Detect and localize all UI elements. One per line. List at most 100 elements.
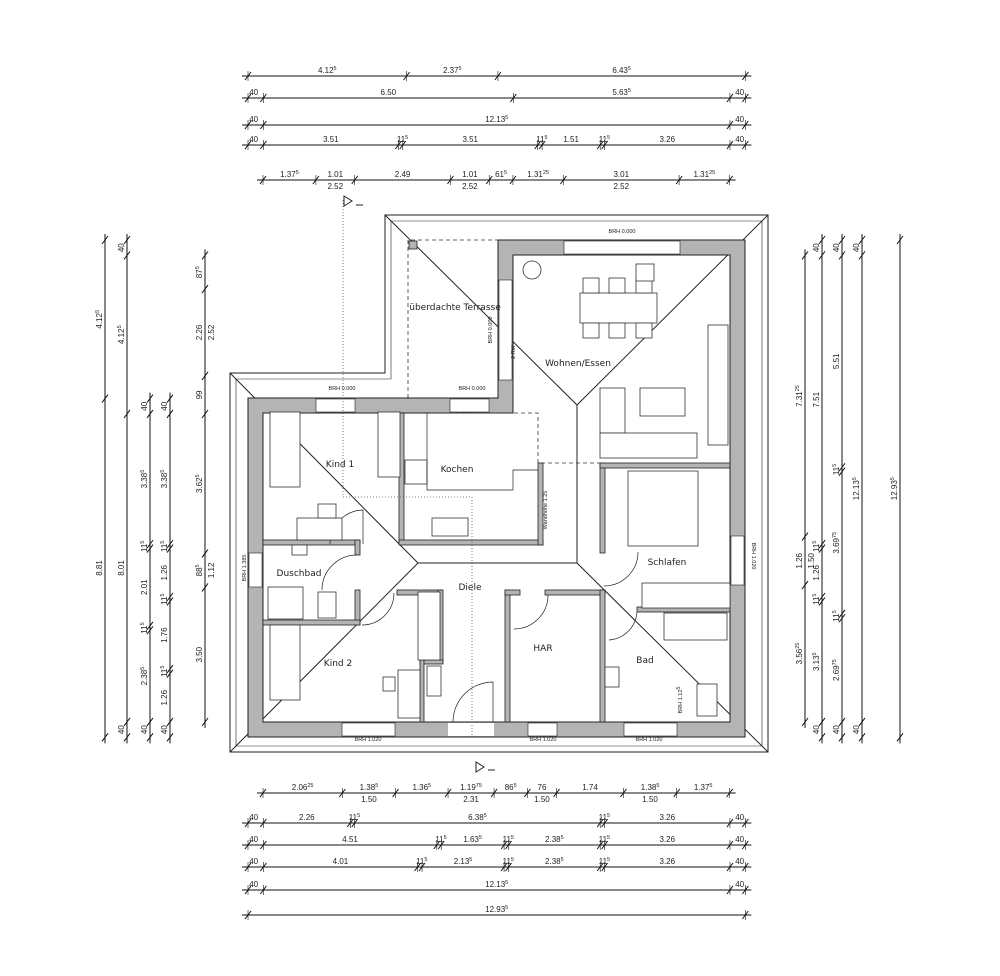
sill-height-label: BRH 1.020 — [530, 737, 557, 743]
dimension-superscript: 75 — [832, 659, 838, 665]
dimension-label: 1.365 — [412, 783, 431, 792]
dimension-tick — [244, 818, 252, 828]
dimension-superscript: 5 — [709, 783, 712, 789]
dimension-tick — [146, 625, 154, 636]
wardrobe-hall — [417, 591, 441, 661]
dimension-label: 115 — [140, 622, 149, 633]
dimension-superscript: 5 — [656, 783, 659, 789]
dimension-superscript: 5 — [140, 470, 146, 473]
plant-icon — [522, 260, 542, 280]
dimension-tick — [494, 71, 502, 81]
dimension-label: 3.50 — [195, 646, 204, 662]
dimension-tick — [259, 840, 267, 850]
dimension-tick — [437, 840, 445, 850]
room-label-kitchen: Kochen — [441, 465, 474, 475]
dimension-label: 3.385 — [140, 470, 149, 489]
dimension-label: 40 — [735, 857, 744, 866]
dimension-label: 40 — [812, 243, 821, 252]
dimension-tick — [201, 370, 209, 381]
dimension-label: 2.385 — [545, 857, 564, 866]
dimension-tick — [123, 250, 131, 261]
dimension-tick — [601, 862, 609, 872]
dimension-superscript: 5 — [561, 835, 564, 841]
dimension-label: 40 — [735, 813, 744, 822]
dimension-tick — [146, 393, 154, 404]
dimension-tick — [858, 732, 866, 743]
sill-height-label: BRH 1.020 — [750, 543, 756, 570]
washbasin-bath — [604, 666, 620, 688]
dimension-tick — [166, 596, 174, 607]
dimension-tick — [858, 716, 866, 727]
dimension-superscript: 5 — [628, 66, 631, 72]
dimension-sublabel: 1.12 — [207, 562, 216, 578]
dimension-superscript: 5 — [405, 135, 408, 141]
dining-table — [579, 292, 658, 324]
dimension-tick — [741, 120, 749, 130]
dimension-tick — [123, 732, 131, 743]
dimension-tick — [201, 284, 209, 295]
dimension-tick — [741, 910, 749, 920]
dimension-label: 40 — [160, 401, 169, 410]
dimension-label: 1.3125 — [694, 170, 716, 179]
dimension-superscript: 5 — [140, 541, 146, 544]
dimension-tick — [741, 862, 749, 872]
dimension-tick — [818, 732, 826, 743]
dimension-tick — [244, 910, 252, 920]
dimension-superscript: 5 — [195, 266, 201, 269]
dimension-tick — [244, 885, 252, 895]
armchair — [635, 263, 655, 282]
kitchen-island-outline — [430, 412, 600, 464]
dimension-tick — [166, 543, 174, 554]
dimension-label: 3.51 — [323, 135, 339, 144]
dimension-tick — [433, 840, 441, 850]
dimension-label: 12.135 — [852, 477, 861, 500]
dimension-label: 115 — [435, 835, 446, 844]
sill-height-label: BRH 1.020 — [355, 737, 382, 743]
dimension-tick — [726, 885, 734, 895]
dimension-label: 115 — [832, 464, 841, 475]
room-label-kid1: Kind 1 — [326, 460, 354, 470]
dimension-tick — [244, 120, 252, 130]
dimension-superscript: 5 — [334, 66, 337, 72]
dimension-sublabel: 2.52 — [207, 324, 216, 340]
exterior-walls — [247, 239, 746, 738]
dimension-label: 7.3125 — [795, 385, 804, 407]
dimension-tick — [146, 732, 154, 743]
dimension-label: 1.375 — [694, 783, 713, 792]
dimension-label: 40 — [249, 857, 258, 866]
dimension-tick — [896, 732, 904, 743]
dimension-label: 40 — [832, 725, 841, 734]
dimension-label: 4.51 — [342, 835, 358, 844]
dimension-tick — [414, 862, 421, 872]
dimension-tick — [259, 120, 267, 130]
dimension-superscript: 5 — [545, 135, 548, 141]
dimension-superscript: 5 — [195, 564, 201, 567]
dimension-label: 2.6975 — [832, 659, 841, 681]
dimension-label: 99 — [195, 390, 204, 399]
dimension-label: 40 — [140, 725, 149, 734]
dimension-label: 40 — [117, 725, 126, 734]
dimension-label: 5.51 — [832, 353, 841, 369]
dimension-tick — [838, 716, 846, 727]
dimension-label: 40 — [117, 243, 126, 252]
dimension-label: 12.935 — [485, 905, 508, 914]
dimension-label: 4.125 — [95, 310, 104, 329]
dimension-superscript: 5 — [852, 477, 858, 480]
dimension-tick — [801, 580, 809, 591]
dimension-tick — [726, 818, 734, 828]
dimension-superscript: 5 — [296, 170, 299, 176]
dimension-label: 115 — [140, 541, 149, 552]
dimension-tick — [596, 140, 604, 150]
dimension-superscript: 5 — [160, 594, 166, 597]
dimension-label: 2.01 — [140, 579, 149, 595]
dimension-label: 1.76 — [160, 627, 169, 643]
dimension-tick — [596, 818, 604, 828]
dimension-label: 1.385 — [641, 783, 660, 792]
dimension-label: 6.50 — [381, 88, 397, 97]
dimension-tick — [601, 818, 609, 828]
dimension-superscript: 5 — [160, 666, 166, 669]
dimension-tick — [201, 716, 209, 727]
sill-height-label: BRH 0.000 — [488, 317, 494, 344]
dimension-tick — [838, 732, 846, 743]
dimension-label: 40 — [249, 115, 258, 124]
